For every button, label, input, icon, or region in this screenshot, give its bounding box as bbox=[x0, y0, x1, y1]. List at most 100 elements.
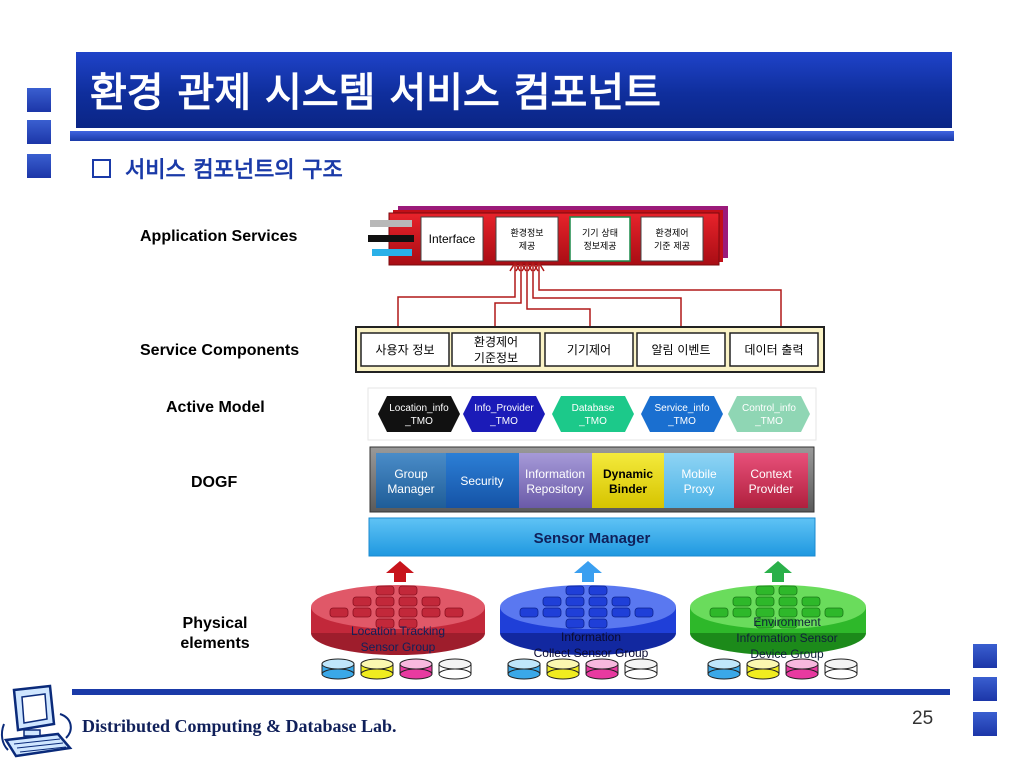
dogf-group-manager-line2: Manager bbox=[387, 482, 434, 496]
sensor-group-env-line1: Environment bbox=[753, 615, 821, 629]
title-bar: 환경 관제 시스템 서비스 컴포넌트 bbox=[76, 52, 952, 128]
sensor-group-info: Information Collect Sensor Group bbox=[500, 585, 676, 660]
sensor-disk-icon bbox=[585, 658, 619, 680]
tmo-location-line1: Location_info bbox=[389, 403, 449, 414]
sensor-disk-icon bbox=[746, 658, 780, 680]
svc-user-info-label: 사용자 정보 bbox=[375, 343, 434, 357]
svc-device-control-label: 기기제어 bbox=[567, 343, 611, 357]
sensor-disk-icon bbox=[707, 658, 741, 680]
dogf-group-manager-line1: Group bbox=[394, 467, 428, 481]
dogf-security: Security bbox=[446, 453, 519, 508]
sensor-disk-icon bbox=[546, 658, 580, 680]
layer-label-active: Active Model bbox=[166, 399, 265, 416]
app-env-control-line1: 환경제어 bbox=[655, 227, 688, 239]
svc-env-standard-line2: 기준정보 bbox=[474, 351, 518, 365]
tmo-info-provider-line1: Info_Provider bbox=[474, 403, 534, 414]
connector-lines bbox=[397, 264, 782, 329]
page-number: 25 bbox=[912, 708, 934, 729]
sensor-disk-icon bbox=[624, 658, 658, 680]
sensor-disk-icon bbox=[321, 658, 355, 680]
dogf-mobile-proxy: Mobile Proxy bbox=[664, 453, 734, 508]
tmo-info-provider: Info_Provider _TMO bbox=[463, 396, 545, 432]
tmo-database: Database _TMO bbox=[552, 396, 634, 432]
up-arrow-icon bbox=[764, 561, 792, 582]
footer-line bbox=[72, 689, 950, 695]
sensor-group-env-line3: Device Group bbox=[750, 647, 824, 661]
sensor-devices-info bbox=[507, 658, 658, 680]
decor-square bbox=[973, 677, 997, 701]
svc-user-info: 사용자 정보 bbox=[360, 332, 450, 367]
sensor-devices-env bbox=[707, 658, 858, 680]
layer-label-dogf: DOGF bbox=[191, 474, 238, 491]
tmo-location: Location_info _TMO bbox=[378, 396, 460, 432]
dogf-info-repo-line1: Information bbox=[525, 467, 585, 481]
dogf-context-provider-line1: Context bbox=[750, 467, 792, 481]
sensor-group-info-line2: Collect Sensor Group bbox=[534, 646, 649, 660]
svc-env-standard: 환경제어 기준정보 bbox=[451, 332, 541, 367]
tmo-control-info-line1: Control_info bbox=[742, 403, 796, 414]
svc-env-standard-line1: 환경제어 bbox=[474, 335, 518, 349]
up-arrow-icon bbox=[574, 561, 602, 582]
dogf-mobile-proxy-line1: Mobile bbox=[681, 467, 717, 481]
dogf-context-provider: Context Provider bbox=[734, 453, 808, 508]
dogf-context-provider-line2: Provider bbox=[749, 482, 794, 496]
tmo-service-info-line2: _TMO bbox=[667, 416, 696, 427]
sensor-group-info-line1: Information bbox=[561, 630, 621, 644]
layer-label-application: Application Services bbox=[140, 228, 298, 245]
tmo-info-provider-line2: _TMO bbox=[489, 416, 518, 427]
tmo-database-line1: Database bbox=[572, 403, 615, 414]
app-env-control-box: 환경제어 기준 제공 bbox=[640, 216, 704, 262]
slide-subtitle: 서비스 컴포넌트의 구조 bbox=[92, 152, 343, 184]
sensor-disk-icon bbox=[824, 658, 858, 680]
title-underline bbox=[70, 131, 954, 141]
dogf-dynamic-binder-line2: Binder bbox=[609, 482, 647, 496]
dogf-dynamic-binder-line1: Dynamic bbox=[603, 467, 653, 481]
tmo-control-info: Control_info _TMO bbox=[728, 396, 810, 432]
tmo-service-info-line1: Service_info bbox=[654, 403, 709, 414]
tmo-database-line2: _TMO bbox=[578, 416, 607, 427]
sensor-disk-icon bbox=[507, 658, 541, 680]
svc-data-output: 데이터 출력 bbox=[729, 332, 819, 367]
dogf-info-repo-line2: Repository bbox=[526, 482, 583, 496]
sensor-group-location: Location Tracking Sensor Group bbox=[311, 585, 485, 655]
subtitle-text: 서비스 컴포넌트의 구조 bbox=[125, 158, 343, 183]
sensor-manager-bar: Sensor Manager bbox=[368, 517, 816, 557]
dogf-security-label: Security bbox=[460, 474, 503, 488]
tmo-service-info: Service_info _TMO bbox=[641, 396, 723, 432]
decor-square bbox=[973, 712, 997, 736]
svc-alarm-event: 알림 이벤트 bbox=[636, 332, 726, 367]
svc-alarm-event-label: 알림 이벤트 bbox=[651, 343, 710, 357]
slide-title: 환경 관제 시스템 서비스 컴포넌트 bbox=[90, 70, 661, 116]
sensor-disk-icon bbox=[785, 658, 819, 680]
app-device-status-line2: 정보제공 bbox=[583, 241, 616, 252]
tmo-location-line2: _TMO bbox=[404, 416, 433, 427]
decor-square bbox=[973, 644, 997, 668]
app-env-control-line2: 기준 제공 bbox=[654, 241, 690, 252]
connector-arrowheads bbox=[509, 261, 545, 272]
dogf-dynamic-binder: Dynamic Binder bbox=[592, 453, 664, 508]
app-device-status-box: 기기 상태 정보제공 bbox=[569, 216, 631, 262]
decor-square bbox=[27, 88, 51, 112]
sensor-devices-location bbox=[321, 658, 472, 680]
app-env-info-line1: 환경정보 bbox=[510, 227, 543, 239]
app-env-info-line2: 제공 bbox=[519, 241, 536, 252]
sensor-group-location-line1: Location Tracking bbox=[351, 624, 445, 638]
app-interface-label: Interface bbox=[429, 232, 476, 246]
layer-label-service: Service Components bbox=[140, 342, 300, 359]
tmo-control-info-line2: _TMO bbox=[754, 416, 783, 427]
decor-square bbox=[27, 154, 51, 178]
computer-icon bbox=[0, 684, 73, 758]
svc-device-control: 기기제어 bbox=[544, 332, 634, 367]
sensor-manager-label: Sensor Manager bbox=[534, 530, 651, 547]
sensor-disk-icon bbox=[399, 658, 433, 680]
app-device-status-line1: 기기 상태 bbox=[582, 228, 618, 239]
sensor-disk-icon bbox=[360, 658, 394, 680]
sensor-group-env-line2: Information Sensor bbox=[736, 631, 837, 645]
footer-lab-name: Distributed Computing & Database Lab. bbox=[82, 716, 397, 736]
up-arrow-icon bbox=[386, 561, 414, 582]
dogf-info-repo: Information Repository bbox=[519, 453, 592, 508]
bullet-square-icon bbox=[92, 159, 111, 178]
sensor-group-env: Environment Information Sensor Device Gr… bbox=[690, 585, 866, 661]
